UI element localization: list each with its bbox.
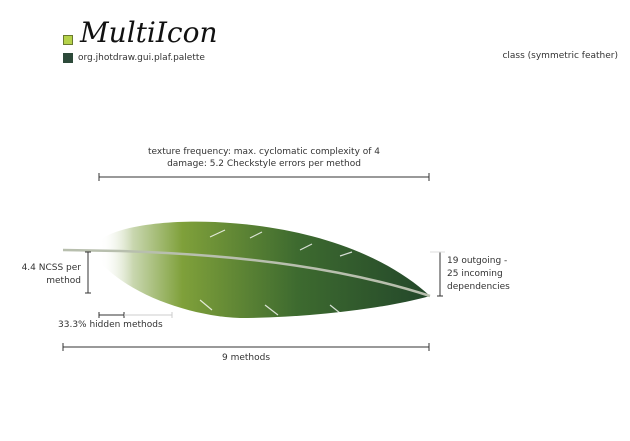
measure-lines (62, 173, 443, 351)
ncss-label-2: method (46, 276, 81, 286)
class-legend-swatch (63, 35, 73, 45)
class-title: MultiIcon (80, 16, 218, 49)
element-kind: class (symmetric feather) (502, 51, 618, 61)
methods-count-label: 9 methods (221, 353, 271, 363)
ncss-label-1: 4.4 NCSS per (21, 263, 81, 273)
feather-barb-splits (199, 229, 353, 316)
dependencies-label-3: dependencies (447, 282, 510, 292)
package-legend-swatch (63, 53, 73, 63)
feather-quill (62, 248, 431, 298)
dependencies-label-2: 25 incoming (447, 269, 503, 279)
damage-label: damage: 5.2 Checkstyle errors per method (167, 159, 361, 169)
texture-frequency-label: texture frequency: max. cyclomatic compl… (147, 147, 381, 157)
hidden-methods-label: 33.3% hidden methods (58, 320, 163, 330)
package-name: org.jhotdraw.gui.plaf.palette (78, 53, 205, 63)
dependencies-label-1: 19 outgoing - (447, 256, 508, 266)
feather-vane (100, 221, 430, 318)
